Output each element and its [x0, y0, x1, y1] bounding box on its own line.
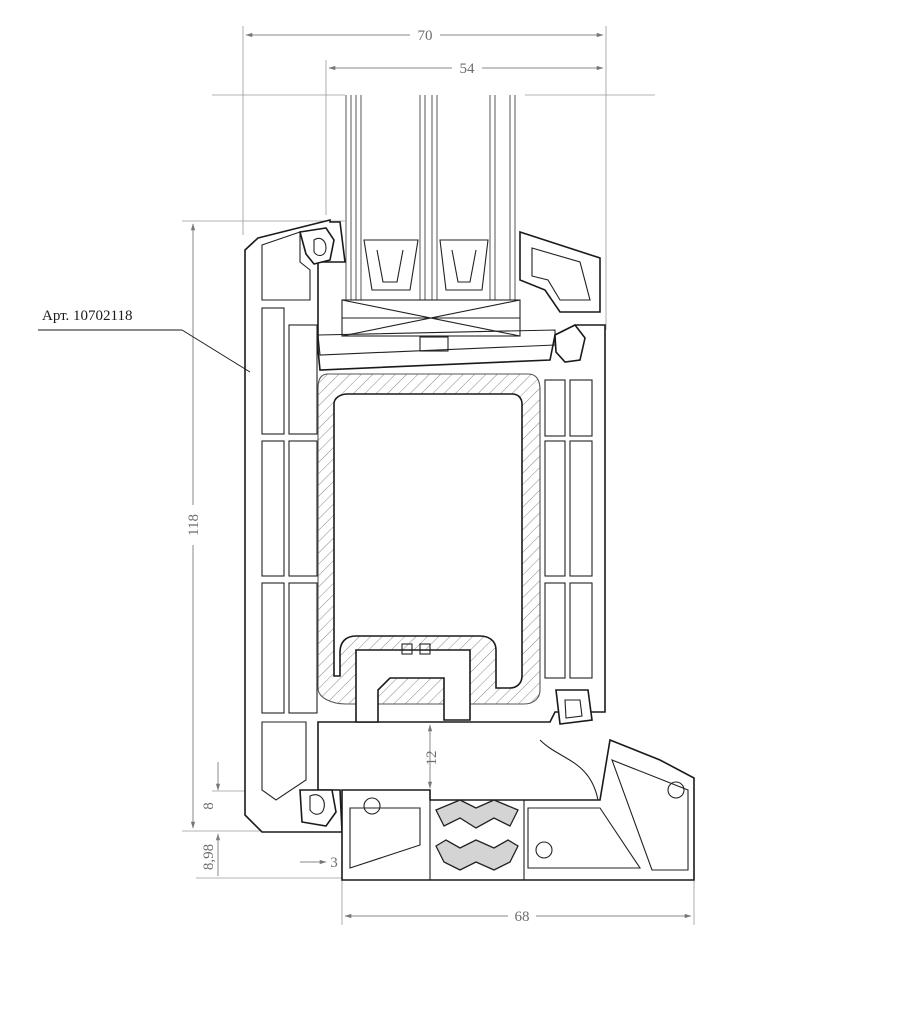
- dim-sash-offset: 8,98: [201, 844, 217, 870]
- dim-frame-width: 68: [515, 909, 530, 925]
- dim-step: 8: [201, 802, 217, 810]
- glazing-unit: [341, 95, 521, 337]
- dim-small-gap: 3: [330, 855, 338, 871]
- sash-profile: [244, 218, 606, 833]
- frame-profile: [341, 738, 695, 881]
- article-label: Арт. 10702118: [42, 308, 133, 324]
- dim-glazing-width: 54: [460, 61, 476, 77]
- dim-overall-width: 70: [418, 28, 433, 44]
- article-leader-arrow: [181, 329, 251, 373]
- dim-rebate-depth: 12: [424, 751, 440, 766]
- dim-overall-height: 118: [186, 514, 202, 536]
